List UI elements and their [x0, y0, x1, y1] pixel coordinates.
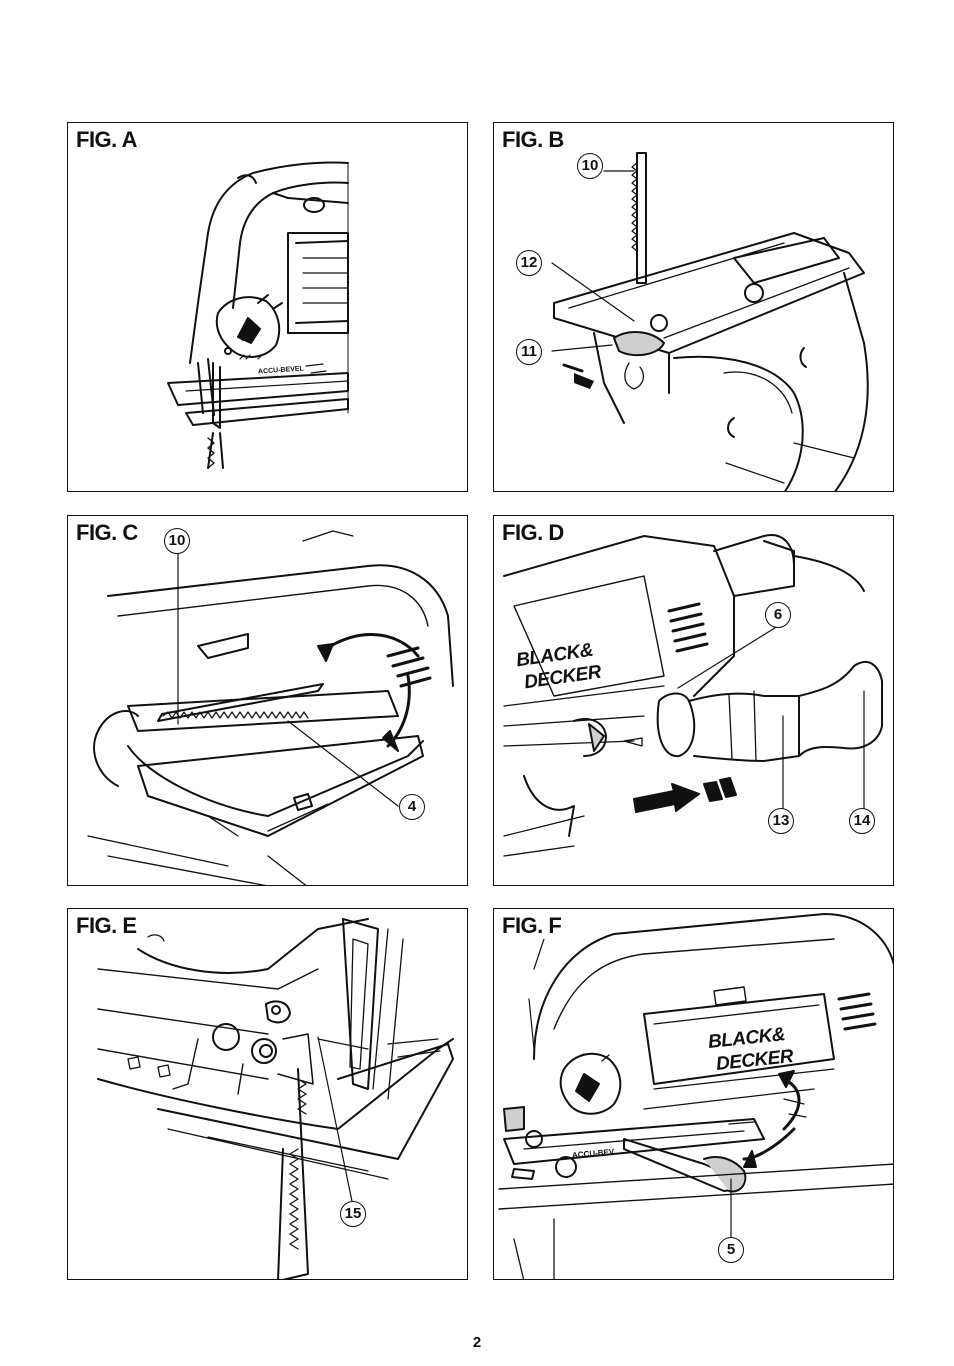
callout-12: 12: [516, 250, 542, 276]
callout-11: 11: [516, 339, 542, 365]
figure-e: FIG. E 15: [67, 908, 468, 1280]
figure-f-title: FIG. F: [500, 913, 564, 939]
figure-a-title: FIG. A: [74, 127, 139, 153]
figure-a-illustration: [167, 161, 349, 469]
figure-a: FIG. A ACCU-BEVEL: [67, 122, 468, 492]
callout-6: 6: [765, 602, 791, 628]
figure-c-illustration: [87, 530, 454, 885]
figure-b: FIG. B 10 12 11: [493, 122, 894, 492]
callout-15: 15: [340, 1201, 366, 1227]
figure-d-title: FIG. D: [500, 520, 566, 546]
callout-10: 10: [164, 528, 190, 554]
callout-5: 5: [718, 1237, 744, 1263]
figure-e-illustration: [97, 918, 454, 1279]
figure-f: FIG. F BLACK& DECKER ACCU-BEV 5: [493, 908, 894, 1280]
figure-d-illustration: [503, 534, 883, 857]
figure-e-title: FIG. E: [74, 913, 139, 939]
figure-c: FIG. C 10 4: [67, 515, 468, 886]
page-number: 2: [472, 1334, 482, 1351]
callout-13: 13: [768, 808, 794, 834]
callout-4: 4: [399, 794, 425, 820]
callout-10: 10: [577, 153, 603, 179]
figure-b-title: FIG. B: [500, 127, 566, 153]
figure-f-illustration: [498, 913, 893, 1279]
figure-c-title: FIG. C: [74, 520, 140, 546]
callout-14: 14: [849, 808, 875, 834]
figure-b-illustration: [551, 152, 869, 491]
figure-d: FIG. D BLACK& DECKER 6 13 14: [493, 515, 894, 886]
